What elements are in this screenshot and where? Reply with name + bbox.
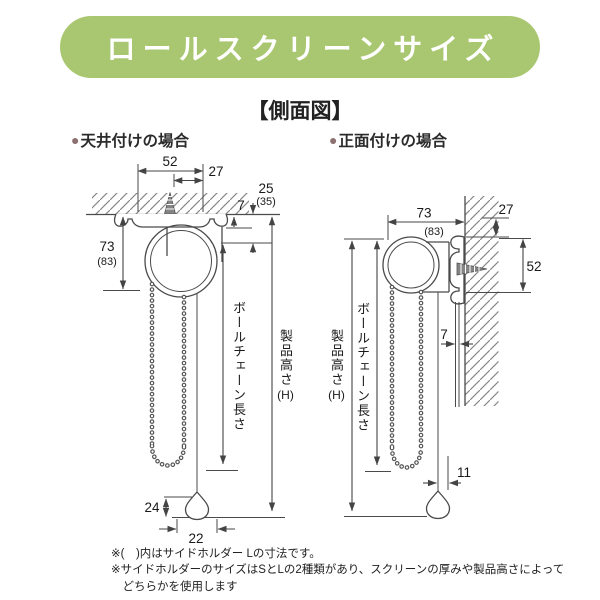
wall-hatch: [465, 196, 499, 406]
roll-outer: [382, 236, 440, 294]
heading-front-mount: ● 正面付けの場合: [329, 129, 447, 151]
label-ball-chain-length-left: ボールチェーン長さ: [229, 301, 248, 432]
vertical-label-suffix: (H): [328, 388, 345, 402]
heading-ceiling-mount: ● 天井付けの場合: [71, 129, 189, 151]
ball-chain: [149, 281, 187, 468]
heading-label: 正面付けの場合: [338, 133, 447, 150]
roll-inner: [150, 230, 212, 292]
roll-outer: [144, 224, 218, 298]
footnote-line: ※サイドホルダーのサイズはSとLの2種類があり、スクリーンの厚みや製品高さによっ…: [111, 564, 565, 593]
label-product-height-right: 製品高さ (H): [327, 329, 346, 402]
ball-chain: [389, 284, 424, 470]
ceiling-bracket: [113, 213, 229, 228]
screw-icon: [456, 262, 488, 276]
title-banner: ロールスクリーンサイズ: [60, 16, 540, 78]
footnotes: ※( )内はサイドホルダー Lの寸法です。 ※サイドホルダーのサイズはSとLの2…: [111, 546, 565, 595]
roll-inner: [387, 241, 435, 289]
dimension-label: 52: [162, 154, 177, 169]
dimension-label: 11: [457, 465, 471, 480]
dimension-label: 52: [526, 259, 541, 274]
vertical-label: 製品高さ: [329, 329, 344, 387]
left-diagram: 52 27 7 25 (35) 73 (83): [86, 154, 285, 546]
dimension-label: (83): [424, 226, 444, 238]
vertical-label: ボールチェーン長さ: [231, 301, 246, 432]
page-title: ロールスクリーンサイズ: [106, 34, 501, 66]
vertical-label: ボールチェーン長さ: [355, 302, 370, 433]
right-diagram: 73 (83) 27 52 7 11: [344, 196, 542, 520]
label-ball-chain-length-right: ボールチェーン長さ: [353, 302, 372, 433]
dimension-label: 27: [498, 202, 513, 217]
dimension-label: 7: [237, 198, 245, 213]
dimension-label: 24: [144, 500, 160, 515]
dimension-label: 27: [208, 164, 223, 179]
pull-grip: [184, 491, 210, 521]
vertical-label-suffix: (H): [277, 388, 294, 402]
dimension-label: 7: [440, 327, 448, 342]
dimension-label: 22: [188, 531, 203, 546]
pull-grip: [425, 490, 451, 520]
footnote-line: ※( )内はサイドホルダー Lの寸法です。: [111, 548, 321, 560]
label-product-height-left: 製品高さ (H): [276, 329, 295, 402]
section-title: 【側面図】: [247, 100, 353, 123]
dimension-label: (83): [97, 256, 117, 268]
dimension-label: 73: [416, 206, 431, 221]
vertical-label: 製品高さ: [278, 329, 293, 387]
heading-label: 天井付けの場合: [80, 133, 189, 150]
dimension-label: 25: [258, 181, 273, 196]
bullet-icon: ●: [329, 132, 338, 148]
bullet-icon: ●: [71, 132, 80, 148]
dimension-label: 73: [99, 239, 114, 254]
dimension-label: (35): [256, 196, 276, 208]
